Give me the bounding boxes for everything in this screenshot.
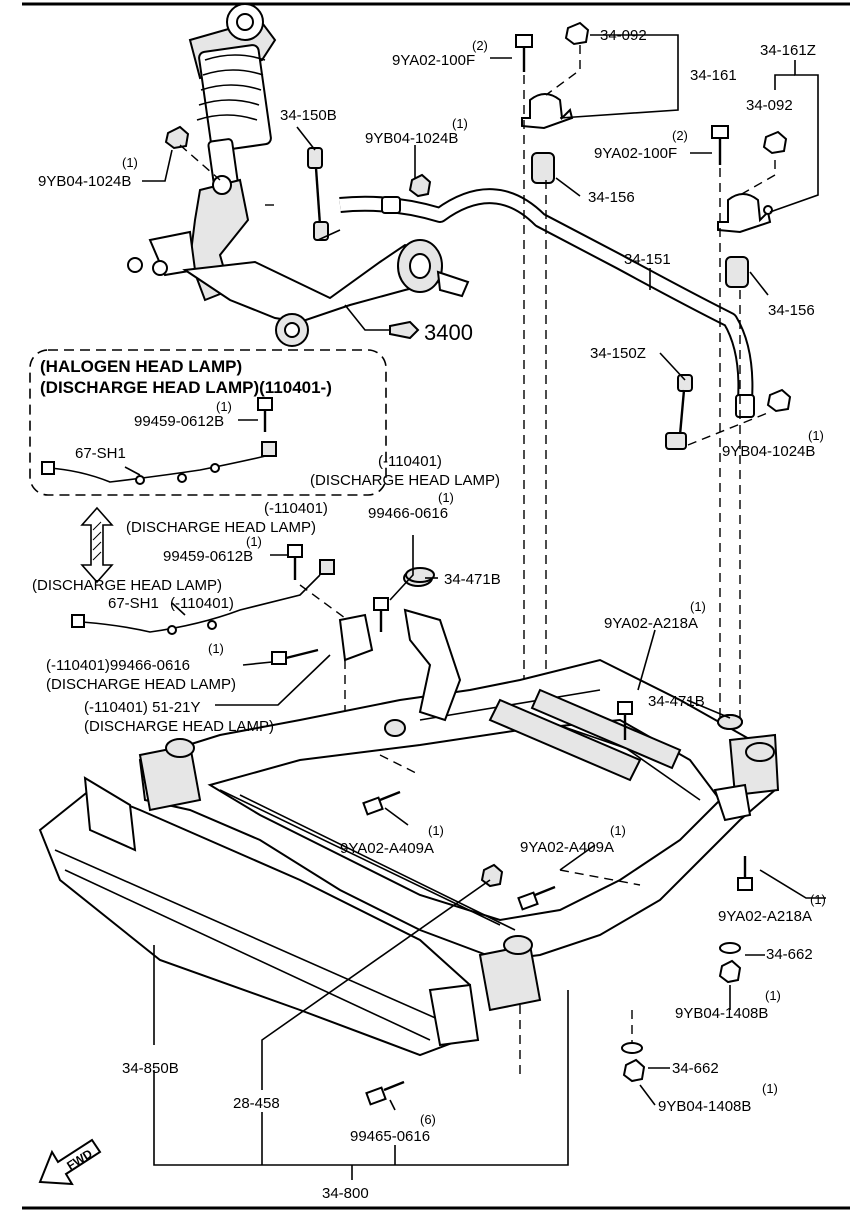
box-title-halogen: (HALOGEN HEAD LAMP) [40, 357, 242, 376]
harness-67-sh1-box [41, 397, 277, 485]
label-34-800: 34-800 [322, 1185, 369, 1202]
label-34-161z: 34-161Z [760, 42, 816, 59]
label-34-092-a: 34-092 [600, 27, 647, 44]
alignment-lines [519, 45, 776, 1075]
label-34-151: 34-151 [624, 251, 671, 268]
label-9yb04-1024b-right: 9YB04-1024B [722, 443, 815, 460]
box-title-discharge: (DISCHARGE HEAD LAMP)(110401-) [40, 378, 332, 397]
label-34-850b: 34-850B [122, 1060, 179, 1077]
label-9ya02-a218a-a: 9YA02-A218A [604, 615, 698, 632]
stabilizer-bar [339, 188, 755, 418]
label-99459-0612b-a: 99459-0612B [134, 413, 224, 430]
label-28-458: 28-458 [233, 1095, 280, 1112]
label-99466-0616-b: (-110401)99466-0616 [46, 657, 190, 674]
strut-and-control-arm-drawing [127, 3, 470, 347]
front-crossmember-drawing [38, 569, 780, 1057]
qty-9yb04-1024b-right: (1) [808, 428, 824, 443]
label-67-sh1-b: 67-SH1 [108, 595, 159, 612]
label-34-092-b: 34-092 [746, 97, 793, 114]
label-34-150b: 34-150B [280, 107, 337, 124]
label-34-150z: 34-150Z [590, 345, 646, 362]
leader-lines [124, 34, 826, 1180]
label-51-21y: (-110401) 51-21Y [84, 699, 200, 716]
label-9yb04-1408b-a: 9YB04-1408B [675, 1005, 768, 1022]
label-99465-0616: 99465-0616 [350, 1128, 430, 1145]
bushings-and-brackets [515, 21, 792, 450]
note-110401-a: (-110401) [378, 453, 442, 470]
note-110401-c: (-110401) [170, 595, 234, 612]
label-34-471b-b: 34-471B [648, 693, 705, 710]
label-9yb04-1408b-b: 9YB04-1408B [658, 1098, 751, 1115]
qty-9ya02-a409a-a: (1) [428, 823, 444, 838]
label-34-662-a: 34-662 [766, 946, 813, 963]
qty-9yb04-1408b-b: (1) [762, 1081, 778, 1096]
harness-67-sh1-lower [71, 544, 389, 720]
stabilizer-link-left [307, 147, 432, 241]
halogen-discharge-box [29, 349, 387, 496]
note-discharge-c: (DISCHARGE HEAD LAMP) [32, 577, 222, 594]
label-34-662-b: 34-662 [672, 1060, 719, 1077]
qty-99459-0612b-b: (1) [246, 534, 262, 549]
label-34-161: 34-161 [690, 67, 737, 84]
label-9ya02-100f-a: 9YA02-100F [392, 52, 475, 69]
label-9ya02-a409a-a: 9YA02-A409A [340, 840, 434, 857]
swap-arrow [80, 506, 114, 584]
label-67-sh1-a: 67-SH1 [75, 445, 126, 462]
note-discharge-e: (DISCHARGE HEAD LAMP) [84, 718, 274, 735]
qty-99465-0616: (6) [420, 1112, 436, 1127]
label-34-471b-a: 34-471B [444, 571, 501, 588]
qty-9ya02-100f-a: (2) [472, 38, 488, 53]
note-discharge-a: (DISCHARGE HEAD LAMP) [310, 472, 500, 489]
label-9ya02-100f-b: 9YA02-100F [594, 145, 677, 162]
label-9yb04-1024b-top: 9YB04-1024B [365, 130, 458, 147]
qty-9yb04-1408b-a: (1) [765, 988, 781, 1003]
qty-9ya02-a409a-b: (1) [610, 823, 626, 838]
note-110401-b: (-110401) [264, 500, 328, 517]
label-99459-0612b-b: 99459-0612B [163, 548, 253, 565]
label-34-156-b: 34-156 [768, 302, 815, 319]
label-9ya02-a409a-b: 9YA02-A409A [520, 839, 614, 856]
qty-99459-0612b-a: (1) [216, 399, 232, 414]
label-3400: 3400 [424, 320, 473, 345]
label-99466-0616-a: 99466-0616 [368, 505, 448, 522]
qty-9ya02-a218a-b: (1) [810, 892, 826, 907]
qty-9ya02-100f-b: (2) [672, 128, 688, 143]
qty-99466-0616-a: (1) [438, 490, 454, 505]
qty-9yb04-1024b-left: (1) [122, 155, 138, 170]
fwd-arrow-icon [38, 1138, 102, 1186]
note-discharge-b: (DISCHARGE HEAD LAMP) [126, 519, 316, 536]
label-9yb04-1024b-left: 9YB04-1024B [38, 173, 131, 190]
label-34-156-a: 34-156 [588, 189, 635, 206]
label-9ya02-a218a-b: 9YA02-A218A [718, 908, 812, 925]
qty-9yb04-1024b-top: (1) [452, 116, 468, 131]
part-labels: 34-150B (1) 9YB04-1024B (1) 9YB04-1024B … [32, 27, 826, 1202]
note-discharge-d: (DISCHARGE HEAD LAMP) [46, 676, 236, 693]
pointer-3400 [344, 304, 420, 340]
qty-9ya02-a218a-a: (1) [690, 599, 706, 614]
qty-99466-0616-b: (1) [208, 641, 224, 656]
